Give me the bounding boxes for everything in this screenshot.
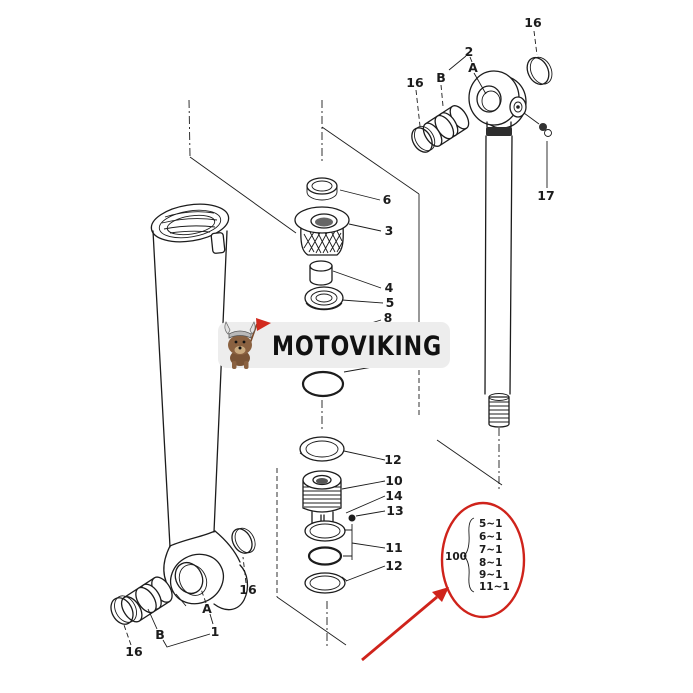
seal-kit-items: 5~1 6~1 7~1 8~1 9~1 11~1	[479, 518, 510, 593]
kit-item-3: 7~1	[479, 544, 502, 556]
kit-item-1: 5~1	[479, 518, 502, 530]
piston-ring-set-part	[304, 520, 346, 566]
red-arrow-shaft	[361, 595, 438, 662]
callout-backup-ring: 8	[384, 310, 393, 325]
tube-bushing	[120, 576, 173, 623]
grease-fitting-bolt	[523, 112, 552, 137]
pin-snap-ring-top	[526, 56, 553, 86]
kit-item-6: 11~1	[479, 581, 510, 593]
seal-kit-ellipse	[440, 501, 526, 619]
mascot-helmet	[228, 330, 252, 339]
callout-piston: 10	[385, 473, 403, 488]
kit-item-5: 9~1	[479, 569, 502, 581]
kit-item-2: 6~1	[479, 531, 502, 543]
rod-thread	[488, 393, 510, 428]
construction-lines	[188, 99, 503, 649]
callout-steel-ball: 13	[386, 503, 403, 518]
piston-rod	[468, 70, 527, 489]
callout-piston-backup-ring-lower: 12	[385, 558, 402, 573]
kit-item-4: 8~1	[479, 557, 502, 569]
buffer-seal-part	[304, 286, 344, 311]
callout-rod-snap-ring: 16	[406, 75, 424, 90]
callout-tube-eye: A	[202, 601, 212, 616]
callout-wiper-seal: 6	[383, 192, 392, 207]
callout-buffer-seal: 5	[386, 295, 395, 310]
callout-piston-ring-set: 11	[385, 540, 402, 555]
seal-kit-annotation: 100 5~1 6~1 7~1 8~1 9~1 11~1	[361, 501, 526, 662]
piston-backup-ring-lower-part	[304, 572, 348, 594]
tube-snap-ring-left	[110, 595, 137, 625]
oring-part	[301, 370, 345, 398]
port-boss	[210, 232, 226, 254]
callout-piston-lock: 14	[385, 488, 403, 503]
rod-collar	[486, 127, 512, 136]
bushing-ring-part	[309, 260, 333, 286]
callout-labels: 16 2 B A 16 17 6 3 4 5 8 12 10 14 13 11 …	[125, 15, 554, 659]
mascot-flag	[256, 318, 271, 331]
callout-tube-snap-ring-left: 16	[125, 644, 143, 659]
callout-pin-snap-ring-top: 16	[524, 15, 542, 30]
cylinder-tube	[150, 203, 230, 548]
callout-rod-eye: A	[468, 60, 478, 75]
piston-part	[302, 470, 342, 527]
piston-backup-ring-upper-part	[299, 436, 345, 462]
callout-tube-bushing: B	[155, 627, 165, 642]
leader-lines	[123, 30, 548, 648]
rod-bushing	[422, 105, 470, 147]
callout-tube-snap-ring-right: 16	[239, 582, 257, 597]
callout-gland: 3	[385, 223, 394, 238]
seal-kit-brace	[463, 517, 475, 593]
tube-snap-ring-right	[231, 527, 256, 554]
callout-piston-backup-ring-upper: 12	[384, 452, 401, 467]
gland-part	[294, 206, 350, 256]
watermark-brand-text: MOTOVIKING	[272, 331, 442, 362]
callout-bushing-ring: 4	[385, 280, 394, 295]
wiper-seal-part	[306, 177, 338, 201]
red-arrow-head	[432, 587, 449, 602]
watermark-band	[218, 322, 450, 368]
tube-clevis	[163, 530, 249, 611]
callout-grease-fitting: 17	[537, 188, 554, 203]
callout-tube-group: 1	[211, 624, 220, 639]
steel-ball-part	[348, 514, 356, 522]
callout-rod-group: 2	[465, 44, 474, 59]
callout-rod-bushing: B	[436, 70, 446, 85]
mascot-viking-dog-icon	[224, 318, 271, 369]
watermark: MOTOVIKING	[218, 318, 450, 369]
seal-kit-number: 100	[445, 551, 467, 563]
rod-snap-ring	[411, 125, 436, 153]
